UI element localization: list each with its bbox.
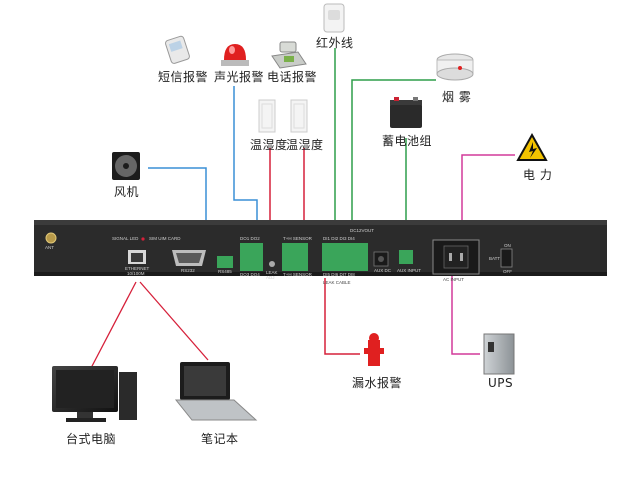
panel-label-rs232: RS232 [181, 268, 195, 273]
label-infrared: 红外线 [316, 36, 354, 50]
label-power: 电 力 [523, 168, 553, 182]
panel-label-ant: ANT [45, 245, 54, 250]
panel-label-dc12v: DC12VOUT [350, 228, 375, 233]
label-ups: UPS [488, 376, 514, 390]
label-fan: 风机 [114, 185, 140, 199]
panel-label-leak-adj: LEAK ADJ [266, 270, 278, 280]
panel-label-th-sensor-2: T+H SENSOR [283, 272, 312, 277]
panel-label-aux-input: AUX INPUT [397, 268, 422, 273]
label-sms-alarm: 短信报警 [158, 70, 209, 84]
di-terminal-block [322, 243, 368, 271]
panel-label-off: OFF [503, 269, 512, 274]
ups-icon [483, 333, 515, 375]
panel-label-aux-dc: AUX DC [374, 268, 392, 273]
desktop-line [89, 281, 137, 371]
smoke-detector-icon [436, 53, 474, 81]
leak-line [324, 278, 360, 355]
label-battery-group: 蓄电池组 [382, 134, 433, 148]
power-switch[interactable] [500, 248, 513, 268]
mobile-phone-icon [165, 35, 190, 64]
fan-icon [112, 152, 140, 180]
laptop-icon [174, 362, 258, 421]
temp-humidity-sensor-icon [258, 99, 276, 133]
label-temp-humidity-2: 温湿度 [286, 138, 324, 152]
do-terminal-block [240, 243, 263, 271]
desktop-computer-icon [52, 366, 137, 422]
antenna-connector [45, 232, 57, 244]
controller-panel [34, 220, 607, 276]
power-line [461, 154, 515, 250]
panel-label-sim-card: SIM UIM CARD [149, 236, 181, 241]
panel-label-di-2: DI5 DI6 DI7 DI8 [323, 272, 355, 277]
panel-label-rs485: RS485 [218, 269, 232, 274]
th-sensor-terminal [282, 243, 308, 271]
panel-label-ethernet-speed: 10/100M [127, 271, 145, 276]
panel-label-on: ON [504, 243, 511, 248]
aux-input-terminal [399, 250, 413, 264]
panel-label-di: DI1 DI2 DI3 DI4 [323, 236, 355, 241]
label-smoke: 烟 雾 [442, 90, 472, 104]
telephone-icon [271, 41, 307, 69]
water-leak-icon [364, 333, 384, 366]
ups-line [451, 272, 480, 355]
rs485-terminal [217, 256, 233, 268]
panel-label-ethernet: ETHERNET [125, 266, 150, 271]
panel-label-th-sensor: T+H SENSOR [283, 236, 312, 241]
smoke-line [351, 79, 436, 244]
label-laptop: 笔记本 [201, 432, 239, 446]
panel-label-do-2: DO3 DO4 [240, 272, 260, 277]
leak-adjust-knob [269, 261, 275, 267]
infrared-detector-icon [323, 3, 345, 33]
label-water-leak-alarm: 漏水报警 [352, 376, 403, 390]
temp-humidity-sensor-icon-2 [290, 99, 308, 133]
label-phone-alarm: 电话报警 [267, 70, 318, 84]
label-desktop-pc: 台式电脑 [66, 432, 117, 446]
panel-label-batt: BATT [489, 256, 501, 261]
high-voltage-icon [516, 132, 548, 161]
panel-label-leak-cable: LEAK CABLE [323, 280, 351, 285]
signal-led [141, 237, 145, 241]
panel-label-signal-led: SIGNAL LED [112, 236, 139, 241]
label-temp-humidity-1: 温湿度 [250, 138, 288, 152]
laptop-line [139, 281, 209, 361]
battery-icon [390, 97, 422, 128]
panel-label-ac-input: AC INPUT [443, 277, 465, 282]
panel-label-do: DO1 DO2 [240, 236, 260, 241]
alarm-light-icon [221, 44, 249, 66]
label-sound-light-alarm: 声光报警 [214, 70, 265, 84]
